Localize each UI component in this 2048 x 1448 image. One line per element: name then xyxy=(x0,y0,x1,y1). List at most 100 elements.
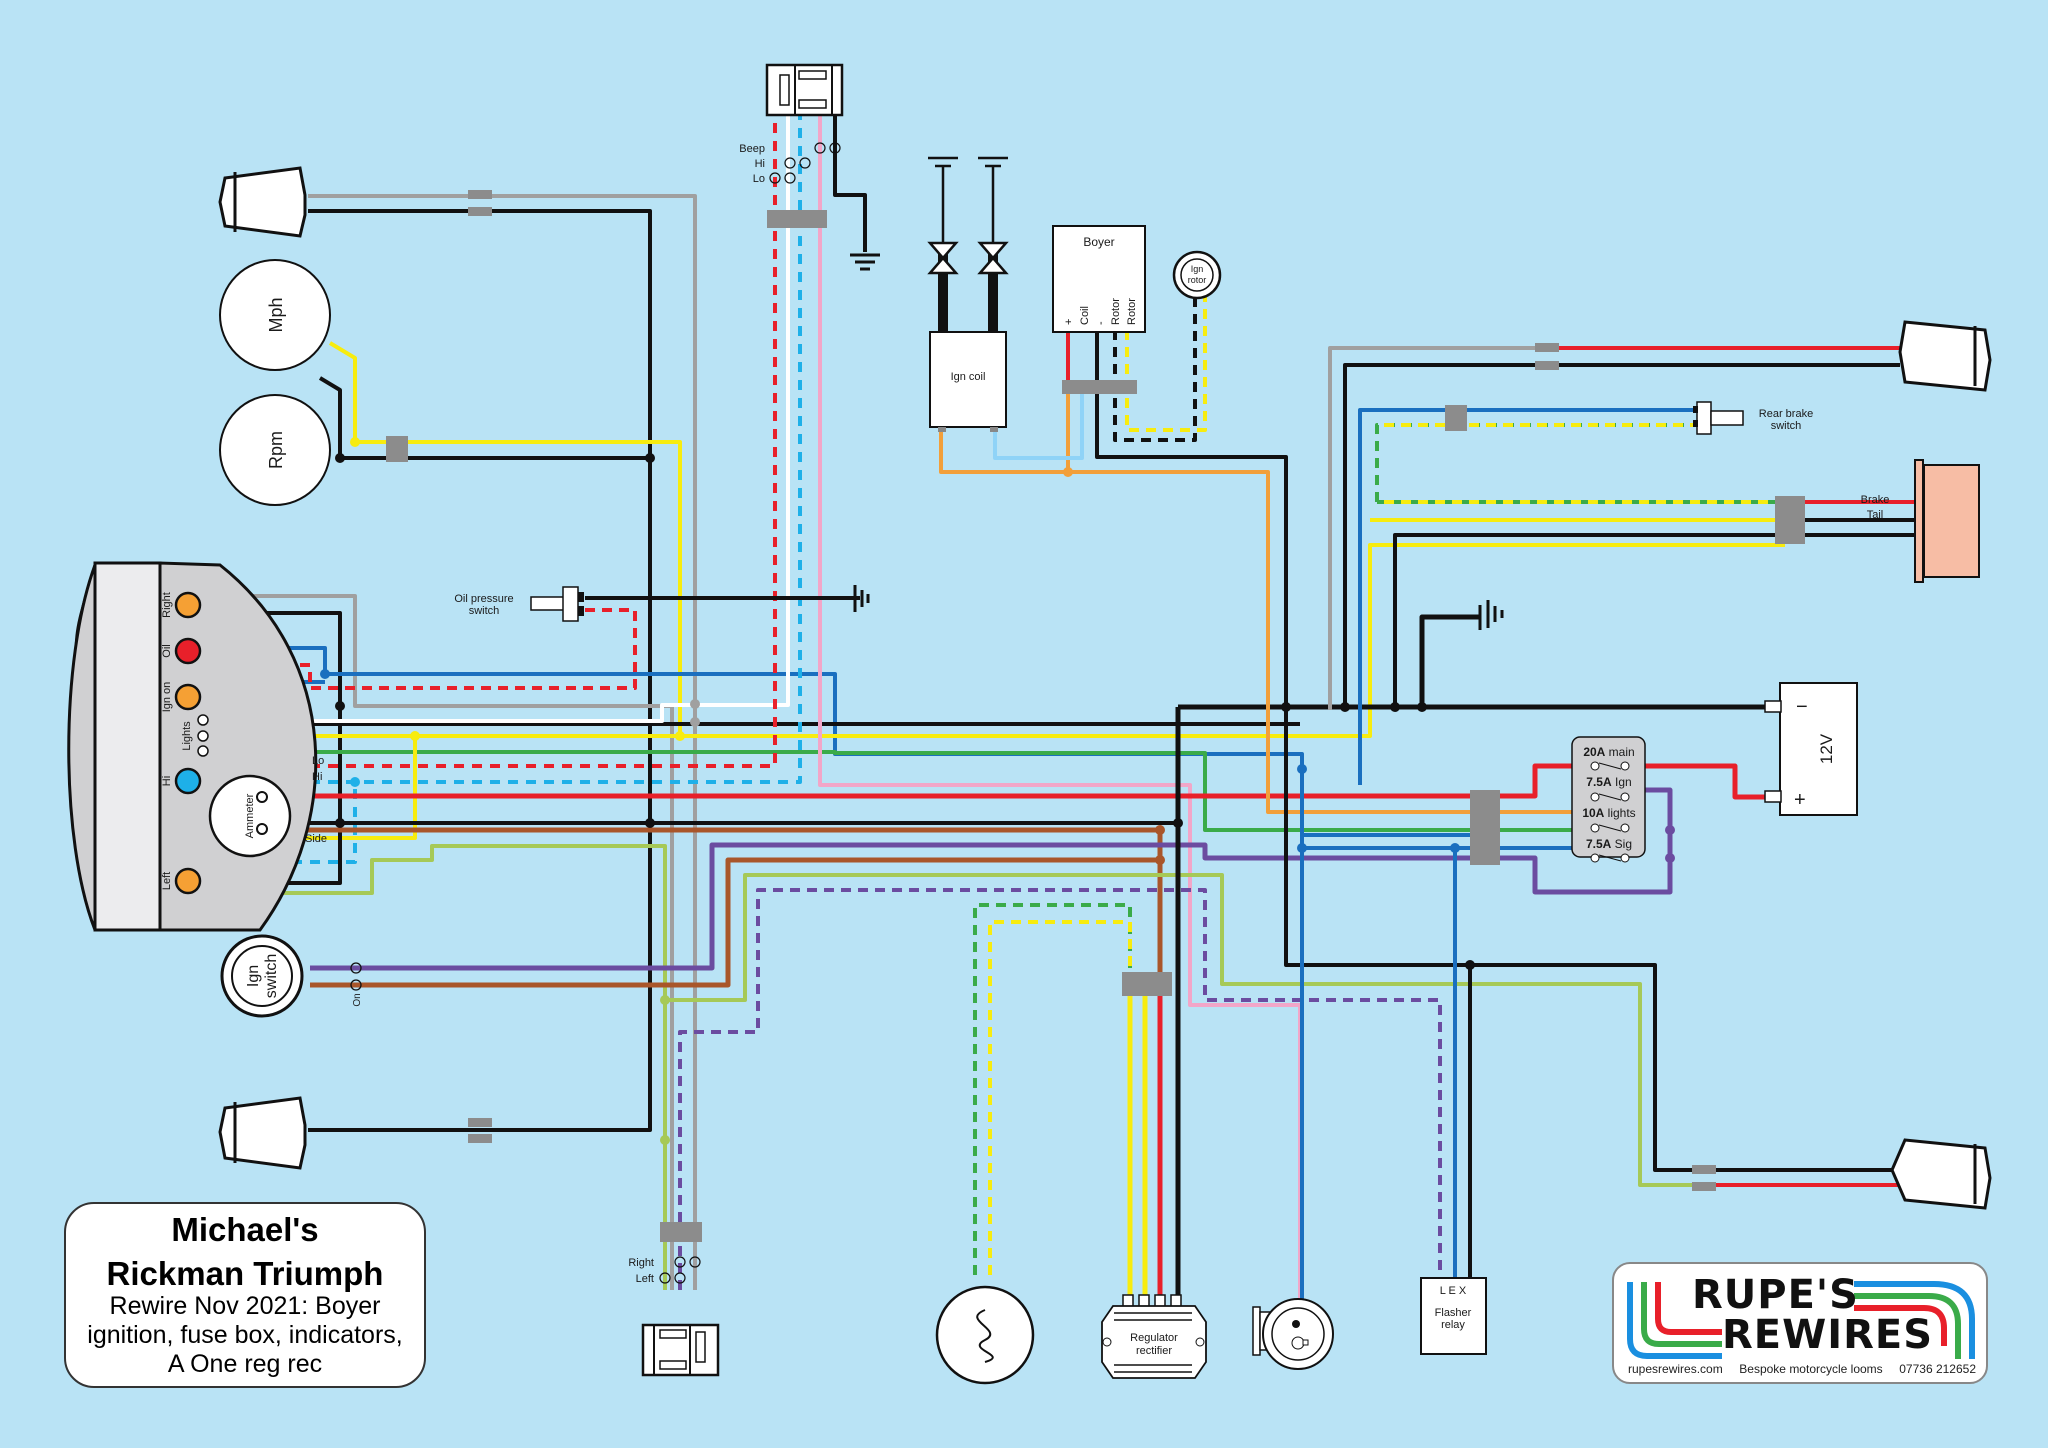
fuse-lights: 10A lights xyxy=(1582,806,1636,833)
regulator-label-1: Regulator xyxy=(1130,1332,1178,1344)
lamp-label-left: Left xyxy=(161,872,173,890)
wire-black-front-indicator-earth xyxy=(308,209,652,1132)
right-indicator-lamp xyxy=(174,591,202,619)
subtitle-line-3: A One reg rec xyxy=(167,1350,323,1378)
earth-icon xyxy=(850,253,1504,630)
subtitle-line-1: Rewire Nov 2021: Boyer xyxy=(109,1292,381,1320)
tail-label: Tail xyxy=(1867,509,1884,521)
brake-label: Brake xyxy=(1861,494,1890,506)
logo-stripes-icon xyxy=(1627,1281,1975,1359)
wire-hi-dashed xyxy=(310,115,802,784)
ign-rotor-label-2: rotor xyxy=(1188,275,1207,285)
regulator-label-2: rectifier xyxy=(1136,1345,1172,1357)
battery-plus: + xyxy=(1794,789,1806,811)
ignition-coil xyxy=(929,331,1007,428)
boyer-label: Boyer xyxy=(1083,235,1114,249)
title-line-2: Rickman Triumph xyxy=(106,1255,384,1292)
ign-switch-on-label: On xyxy=(352,993,363,1006)
horn-icon xyxy=(1252,1298,1334,1370)
left-indicator-lamp xyxy=(174,867,202,895)
flasher-relay xyxy=(1420,1277,1487,1355)
wire-black-instrument-earth xyxy=(318,376,650,460)
svg-text:20A main: 20A main xyxy=(1583,745,1634,759)
flasher-pins-label: L E X xyxy=(1440,1285,1467,1297)
lamp-label-lights: Lights xyxy=(181,721,193,751)
oil-switch-label-2: switch xyxy=(469,605,500,617)
wire-lightgreen-left-ind xyxy=(200,844,667,1290)
battery-minus: − xyxy=(1796,696,1808,718)
ammeter-label: Ammeter xyxy=(244,793,256,838)
boyer-ignition-box xyxy=(1052,225,1146,333)
subtitle-line-2: ignition, fuse box, indicators, xyxy=(87,1321,403,1349)
indicator-rear-right-icon xyxy=(1898,320,1992,392)
wire-yellow-instrument-light xyxy=(328,341,682,736)
lo-label: Lo xyxy=(312,755,324,767)
spark-plug-icon xyxy=(927,156,1009,275)
ign-switch-label-2: switch xyxy=(263,954,280,998)
regulator-rectifier xyxy=(1101,1294,1207,1379)
boyer-pin-plus: + xyxy=(1063,319,1075,325)
fuse-sig: 7.5A Sig xyxy=(1586,837,1632,863)
wire-grey-front-right-indicator xyxy=(308,194,697,1290)
beep-label: Beep xyxy=(739,143,765,155)
connectors xyxy=(386,190,1805,1242)
rear-brake-label-2: switch xyxy=(1771,420,1802,432)
oil-switch-label-1: Oil pressure xyxy=(454,593,513,605)
boyer-pin-coil: Coil xyxy=(1079,306,1091,325)
battery-voltage: 12V xyxy=(1817,733,1836,764)
indicator-front-right-icon xyxy=(218,166,307,238)
switch-hi-label: Hi xyxy=(755,158,765,170)
rear-brake-label-1: Rear brake xyxy=(1759,408,1813,420)
ign-on-lamp xyxy=(174,683,202,711)
tail-light xyxy=(1914,459,1924,583)
indicator-front-left-icon xyxy=(218,1096,307,1170)
lamp-label-hi: Hi xyxy=(161,776,173,786)
side-label: Side xyxy=(305,833,327,845)
alternator-stator xyxy=(935,1285,1035,1385)
boyer-pin-minus: - xyxy=(1095,321,1107,325)
switch-lo-label: Lo xyxy=(753,173,765,185)
fuse-main: 20A main xyxy=(1583,745,1635,771)
right-handlebar-switch-icon xyxy=(765,63,844,117)
logo-website: rupesrewires.com xyxy=(1628,1362,1723,1376)
left-handlebar-switch-icon xyxy=(641,1323,720,1377)
hi-beam-lamp xyxy=(174,767,202,795)
lamp-label-oil: Oil xyxy=(161,644,173,657)
oil-pressure-switch-icon xyxy=(530,586,584,622)
boyer-pin-rotor-1: Rotor xyxy=(1110,298,1122,325)
switch-right-label: Right xyxy=(628,1257,654,1269)
fuse-ign: 7.5A Ign xyxy=(1586,775,1632,802)
wire-white-lights xyxy=(210,686,790,723)
wires xyxy=(184,115,1915,1315)
warning-lamps xyxy=(174,591,209,895)
svg-text:7.5A Ign: 7.5A Ign xyxy=(1586,775,1631,789)
lamp-label-ign-on: Ign on xyxy=(161,682,173,713)
svg-text:10A lights: 10A lights xyxy=(1582,806,1635,820)
wire-green-lights xyxy=(210,750,1480,832)
fuses: 20A main 7.5A Ign 10A lights 7.5A Sig xyxy=(1582,745,1636,863)
hi-label: Hi xyxy=(312,771,322,783)
diagram-title-box: Michael's Rickman Triumph Rewire Nov 202… xyxy=(64,1202,426,1388)
flasher-label-2: relay xyxy=(1441,1319,1465,1331)
boyer-pin-rotor-2: Rotor xyxy=(1126,298,1138,325)
title-line-1: Michael's xyxy=(171,1211,319,1248)
flasher-label-1: Flasher xyxy=(1435,1307,1472,1319)
wire-orange-coil xyxy=(1068,470,1480,814)
indicator-rear-left-icon xyxy=(1890,1138,1992,1210)
oil-lamp xyxy=(174,637,202,665)
wire-red-main xyxy=(262,763,1780,800)
wire-brown-ign xyxy=(310,857,1160,988)
wire-grey-right-ind xyxy=(200,594,674,1290)
ign-rotor-label-1: Ign xyxy=(1191,264,1204,274)
ammeter xyxy=(208,774,292,858)
mph-label: Mph xyxy=(266,297,286,332)
svg-text:7.5A Sig: 7.5A Sig xyxy=(1586,837,1632,851)
wire-purple-dashed xyxy=(678,888,1442,1290)
logo-line-2: REWIRES xyxy=(1722,1312,1934,1358)
ign-coil-label: Ign coil xyxy=(951,371,986,383)
lamp-label-right: Right xyxy=(161,592,173,618)
logo-line-1: RUPE'S xyxy=(1692,1272,1859,1318)
tachometer xyxy=(219,394,331,506)
wire-yellow-side xyxy=(210,543,1785,738)
